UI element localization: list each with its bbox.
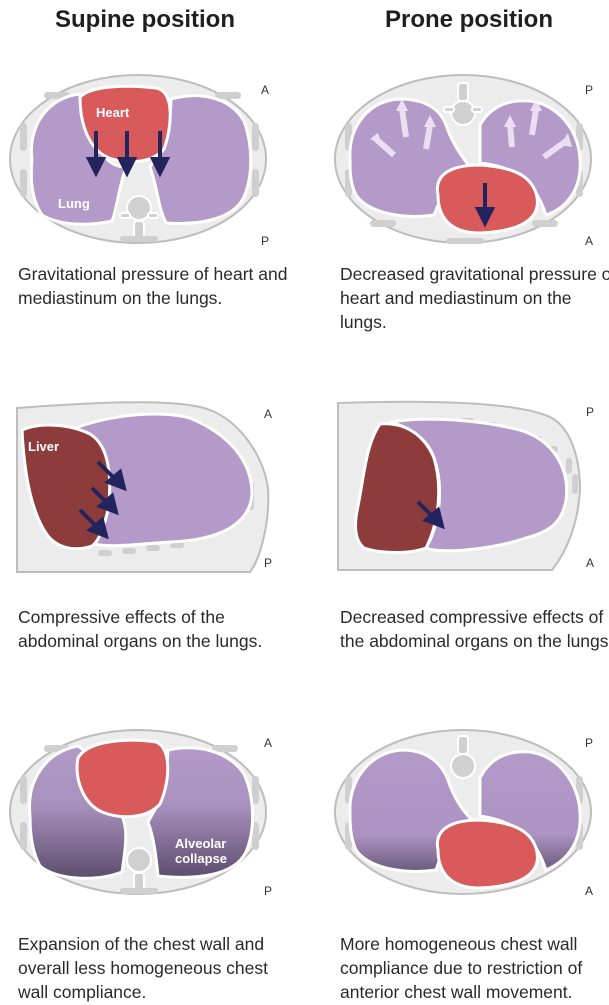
heart-label: Heart <box>96 105 130 120</box>
caption-supine-abdominal: Compressive effects of the abdominal org… <box>18 605 298 653</box>
orientation-posterior: P <box>586 405 594 419</box>
caption-supine-chest-wall: Expansion of the chest wall and overall … <box>18 932 298 1004</box>
orientation-posterior: P <box>585 736 593 750</box>
orientation-posterior: P <box>264 556 272 570</box>
orientation-posterior: P <box>261 234 269 248</box>
caption-prone-mediastinum: Decreased gravitational pressure of hear… <box>340 262 609 334</box>
prone-chest-wall-diagram: P A <box>330 728 609 903</box>
heart <box>77 740 168 816</box>
liver-label: Liver <box>28 439 59 454</box>
supine-chest-wall-diagram: Alveolar collapse A P <box>0 728 280 903</box>
caption-prone-abdominal: Decreased compressive effects of the abd… <box>340 605 609 653</box>
alveolar-collapse-label-line1: Alveolar <box>175 836 226 851</box>
supine-mediastinum-diagram: Heart Lung A P <box>0 75 280 255</box>
prone-abdominal-diagram: P A <box>330 400 609 575</box>
sternum <box>446 238 484 244</box>
orientation-anterior: A <box>585 234 593 248</box>
sternum <box>120 888 158 894</box>
sternum <box>120 236 158 242</box>
prone-mediastinum-diagram: P A <box>330 75 609 255</box>
orientation-anterior: A <box>264 407 272 421</box>
caption-prone-chest-wall: More homogeneous chest wall compliance d… <box>340 932 609 1004</box>
orientation-anterior: A <box>586 556 594 570</box>
supine-header: Supine position <box>55 6 235 34</box>
orientation-anterior: A <box>264 736 272 750</box>
orientation-anterior: A <box>585 884 593 898</box>
caption-supine-mediastinum: Gravitational pressure of heart and medi… <box>18 262 298 310</box>
orientation-posterior: P <box>585 83 593 97</box>
heart <box>437 165 537 233</box>
alveolar-collapse-label-line2: collapse <box>175 851 227 866</box>
orientation-anterior: A <box>261 83 269 97</box>
orientation-posterior: P <box>264 884 272 898</box>
prone-header: Prone position <box>385 6 553 34</box>
supine-abdominal-diagram: Liver A P <box>0 400 280 575</box>
lung-label: Lung <box>58 196 90 211</box>
heart <box>437 820 537 888</box>
